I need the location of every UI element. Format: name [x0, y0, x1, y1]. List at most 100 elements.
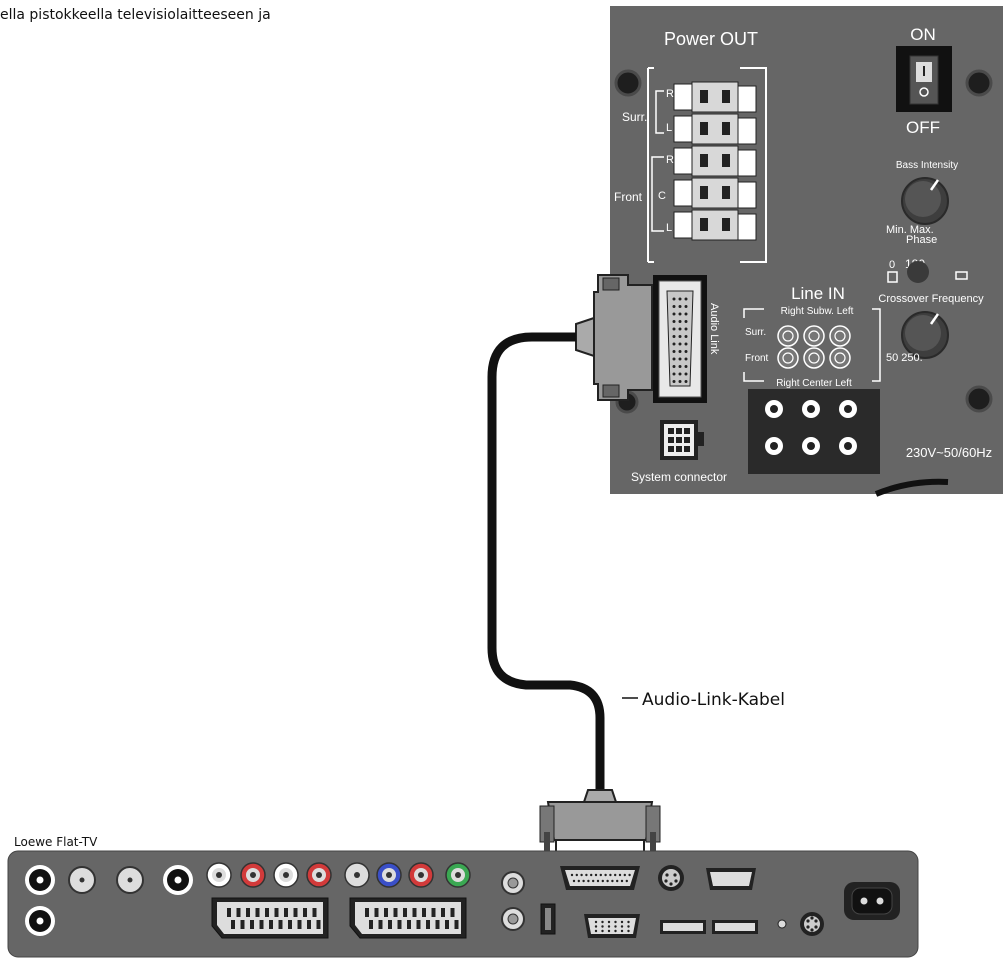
- tv-serial-socket[interactable]: [706, 868, 756, 890]
- tv-audio-link-socket[interactable]: [560, 866, 640, 890]
- pin: [668, 446, 674, 452]
- pin: [312, 908, 317, 917]
- tv-rca-jack[interactable]: [344, 862, 370, 888]
- tv-rca-jack[interactable]: [240, 862, 266, 888]
- pin: [403, 908, 407, 917]
- pin: [596, 879, 600, 883]
- pin: [426, 920, 430, 929]
- pin: [384, 908, 388, 917]
- pin: [369, 920, 373, 929]
- tv-antenna-socket[interactable]: [163, 865, 193, 895]
- tv-antenna-socket[interactable]: [68, 866, 96, 894]
- pin: [255, 908, 260, 917]
- scart-socket-1[interactable]: [211, 897, 329, 939]
- speaker-terminal-front-c[interactable]: [673, 177, 757, 209]
- jack-center: [418, 872, 424, 878]
- tv-rca-jack[interactable]: [206, 862, 232, 888]
- plug-screw: [650, 832, 656, 856]
- pin: [609, 873, 612, 877]
- block-socket[interactable]: [839, 437, 857, 455]
- line-in-jack[interactable]: [777, 325, 799, 347]
- bass-intensity-label: Bass Intensity: [896, 160, 958, 171]
- pin: [618, 873, 622, 877]
- block-socket[interactable]: [765, 400, 783, 418]
- speaker-terminal-front-l[interactable]: [673, 209, 757, 241]
- tv-mains-socket[interactable]: [844, 882, 900, 920]
- socket-center: [127, 877, 133, 883]
- pin: [684, 320, 688, 323]
- pin: [416, 920, 421, 929]
- tv-label: Loewe Flat-TV: [14, 835, 98, 849]
- phase-switch[interactable]: [887, 261, 968, 283]
- tv-rca-jack[interactable]: [445, 862, 471, 888]
- line-in-jack[interactable]: [777, 347, 799, 369]
- subwoofer-panel: Power OUT: [610, 6, 1003, 497]
- pin: [684, 335, 688, 338]
- speaker-terminal-surr-l[interactable]: [673, 113, 757, 145]
- pin: [684, 342, 688, 346]
- tv-antenna-socket[interactable]: [25, 906, 55, 936]
- power-switch[interactable]: [896, 46, 952, 112]
- block-socket[interactable]: [802, 437, 820, 455]
- line-in-jack[interactable]: [803, 347, 825, 369]
- socket-center: [807, 442, 815, 450]
- line-in-label: Line IN: [791, 284, 845, 303]
- audio-link-socket[interactable]: [653, 275, 707, 403]
- pin: [236, 908, 241, 917]
- tv-antenna-socket[interactable]: [25, 865, 55, 895]
- block-socket[interactable]: [765, 437, 783, 455]
- tv-rca-jack[interactable]: [273, 862, 299, 888]
- pin: [445, 920, 449, 929]
- tv-hdmi-socket-1[interactable]: [660, 920, 706, 934]
- socket-center: [36, 876, 44, 884]
- pin: [374, 908, 379, 917]
- pin: [259, 920, 264, 929]
- pin: [607, 925, 611, 928]
- pin: [590, 873, 593, 877]
- jack-center: [283, 872, 289, 878]
- bass-intensity-knob[interactable]: [901, 177, 949, 225]
- pin: [678, 357, 682, 361]
- tv-hdmi-socket-2[interactable]: [712, 920, 758, 934]
- pin: [307, 920, 311, 929]
- jack-center: [808, 352, 820, 364]
- pin: [431, 908, 436, 917]
- tv-antenna-socket[interactable]: [116, 866, 144, 894]
- speaker-terminal-front-r[interactable]: [673, 145, 757, 177]
- pin: [594, 873, 598, 877]
- pin: [227, 908, 231, 917]
- scart-socket-2[interactable]: [349, 897, 467, 939]
- pin: [614, 925, 617, 928]
- plug-screw: [602, 384, 620, 398]
- socket-center: [174, 876, 182, 884]
- tv-vga-socket[interactable]: [584, 914, 640, 938]
- line-in-jack[interactable]: [829, 347, 851, 369]
- pin: [684, 365, 688, 368]
- tv-audio-jack-top[interactable]: [501, 871, 525, 895]
- pin: [607, 920, 611, 924]
- jack-center: [455, 872, 461, 878]
- tv-mini-din-socket[interactable]: [658, 865, 684, 891]
- pin: [684, 380, 688, 383]
- pin: [435, 920, 440, 929]
- tv-small-jack[interactable]: [777, 919, 787, 929]
- speaker-terminal-surr-r[interactable]: [673, 81, 757, 113]
- cable-strain-relief: [582, 789, 618, 803]
- tv-rca-jack[interactable]: [408, 862, 434, 888]
- mains-label: 230V~50/60Hz: [906, 445, 992, 460]
- tv-round-connector[interactable]: [800, 912, 824, 936]
- tv-rca-jack[interactable]: [306, 862, 332, 888]
- system-connector-label: System connector: [631, 470, 727, 484]
- power-out-label: Power OUT: [664, 29, 758, 49]
- block-socket[interactable]: [839, 400, 857, 418]
- pin: [572, 879, 576, 883]
- line-in-jack[interactable]: [803, 325, 825, 347]
- crossover-range-label: 50 250.: [886, 352, 923, 364]
- pin: [672, 335, 676, 338]
- tv-rca-jack[interactable]: [376, 862, 402, 888]
- line-in-jack[interactable]: [829, 325, 851, 347]
- block-socket[interactable]: [802, 400, 820, 418]
- crossover-knob[interactable]: [901, 311, 949, 359]
- mains-cord: [874, 478, 949, 497]
- tv-audio-jack-bottom[interactable]: [501, 907, 525, 931]
